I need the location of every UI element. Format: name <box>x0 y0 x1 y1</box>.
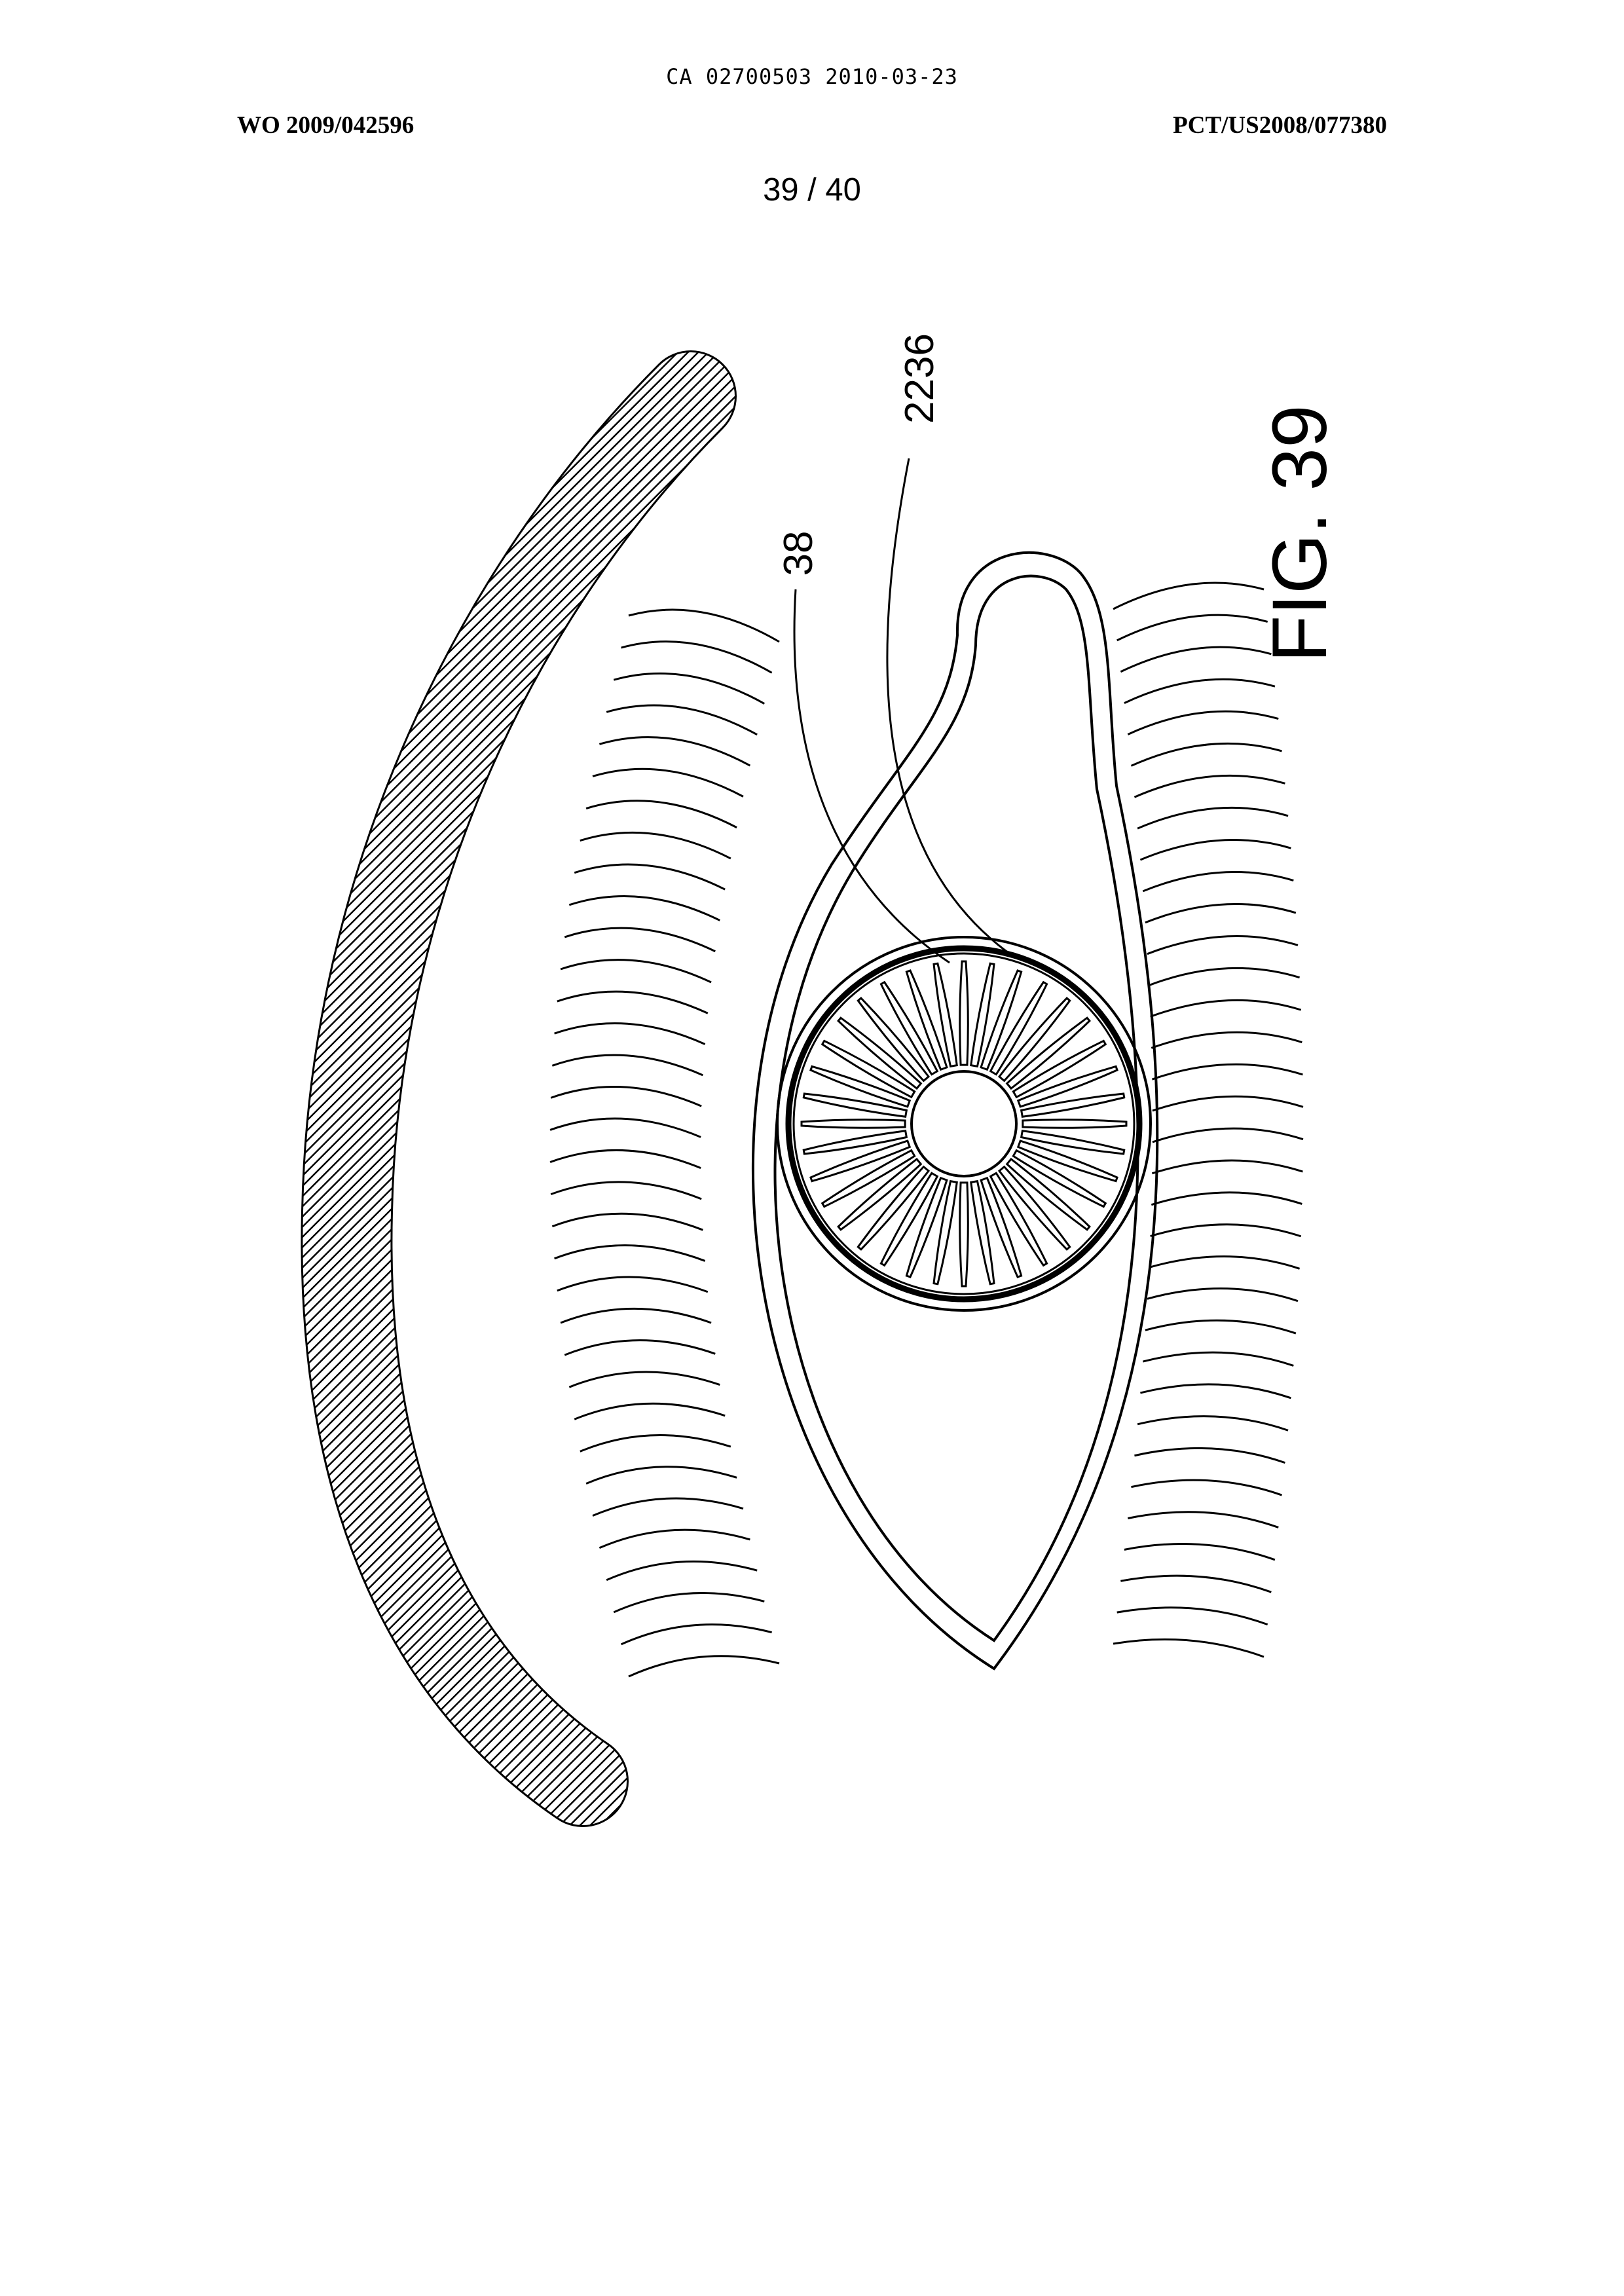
eyelash <box>629 1656 779 1676</box>
eyelash <box>1145 1320 1296 1333</box>
eyelash <box>1153 1128 1303 1142</box>
eyelash <box>569 897 720 921</box>
eyelash <box>629 610 779 642</box>
eyelash <box>580 832 731 859</box>
eyelash <box>1151 1000 1301 1016</box>
eyelash <box>1128 711 1278 734</box>
iris-petal <box>1023 1120 1126 1128</box>
eyelash <box>1149 1257 1300 1269</box>
eyelash <box>1153 1096 1303 1111</box>
eyelash <box>1120 647 1271 672</box>
eyelash <box>555 1246 705 1261</box>
eyelash <box>1147 936 1298 954</box>
eyelash <box>1113 583 1264 609</box>
eyelash <box>1149 968 1300 985</box>
eyelash <box>1152 1160 1302 1174</box>
eyelash <box>593 769 743 796</box>
eyelash <box>1120 1576 1271 1592</box>
iris-petal <box>960 961 969 1065</box>
eyelash <box>1143 1352 1293 1365</box>
eyelash <box>551 1087 701 1107</box>
iris-petal <box>971 963 994 1066</box>
reference-numeral-2236: 2236 <box>897 333 942 424</box>
eyelash <box>1131 743 1282 766</box>
iris-petal <box>802 1120 905 1128</box>
reference-numeral-38: 38 <box>776 531 821 576</box>
eyelash <box>586 801 737 828</box>
eyelash <box>561 1308 711 1323</box>
eyelash <box>1134 775 1285 797</box>
eyelash <box>1140 1384 1291 1398</box>
eyelash <box>1152 1064 1302 1079</box>
eyelash <box>1134 1448 1285 1462</box>
eyelash <box>1113 1639 1264 1657</box>
eyelash <box>1151 1032 1302 1048</box>
pupil-icon <box>912 1071 1016 1176</box>
eyelash <box>1151 1193 1302 1205</box>
eyelash <box>550 1150 701 1168</box>
eyelash <box>1137 807 1288 828</box>
eyelash <box>599 737 750 766</box>
eyelash <box>606 705 757 735</box>
iris-petal <box>934 1181 957 1284</box>
eyelash <box>557 1277 708 1292</box>
eyelash <box>555 1024 705 1045</box>
eyelash <box>593 1498 743 1516</box>
leader-line-38 <box>794 589 950 963</box>
eyelash <box>1143 872 1293 891</box>
eyelash <box>551 1182 701 1199</box>
eyelash <box>574 1403 725 1419</box>
eyelash <box>564 1341 715 1355</box>
iris-petal <box>803 1094 906 1117</box>
iris-petal <box>1022 1094 1124 1117</box>
eyelash <box>1131 1480 1282 1495</box>
leader-line-2236 <box>887 458 1008 953</box>
eyelash <box>561 960 711 982</box>
eyelash <box>580 1435 731 1452</box>
eyelash <box>1140 840 1291 860</box>
eyelash <box>574 864 725 889</box>
iris-petal <box>1022 1131 1124 1154</box>
eyelash <box>1147 1288 1298 1301</box>
figure-label: FIG. 39 <box>1257 405 1343 662</box>
eyelash <box>552 1055 703 1075</box>
eyelash <box>599 1530 750 1547</box>
iris-petal <box>960 1183 969 1286</box>
eyelash <box>621 642 772 673</box>
eyelash <box>564 928 715 952</box>
iris-petal <box>803 1131 906 1154</box>
eyelash <box>1151 1225 1301 1236</box>
eyelash <box>550 1119 701 1137</box>
eyelash <box>614 1593 764 1612</box>
eyelash <box>1117 1608 1268 1625</box>
eyelash <box>569 1372 720 1387</box>
eyelash <box>1117 615 1268 640</box>
eyelash <box>621 1625 772 1644</box>
iris-petal <box>971 1181 994 1284</box>
eyelash <box>1145 904 1296 922</box>
iris-petal <box>934 963 957 1066</box>
eyelash <box>557 991 708 1013</box>
eyelash <box>1128 1512 1278 1528</box>
eyelash <box>1137 1416 1288 1431</box>
eyelash <box>552 1213 703 1230</box>
eyelash <box>1124 679 1275 703</box>
eyelash <box>586 1467 737 1484</box>
eyelash <box>614 673 764 703</box>
eyelash <box>606 1561 757 1580</box>
eyelash <box>1124 1544 1275 1559</box>
